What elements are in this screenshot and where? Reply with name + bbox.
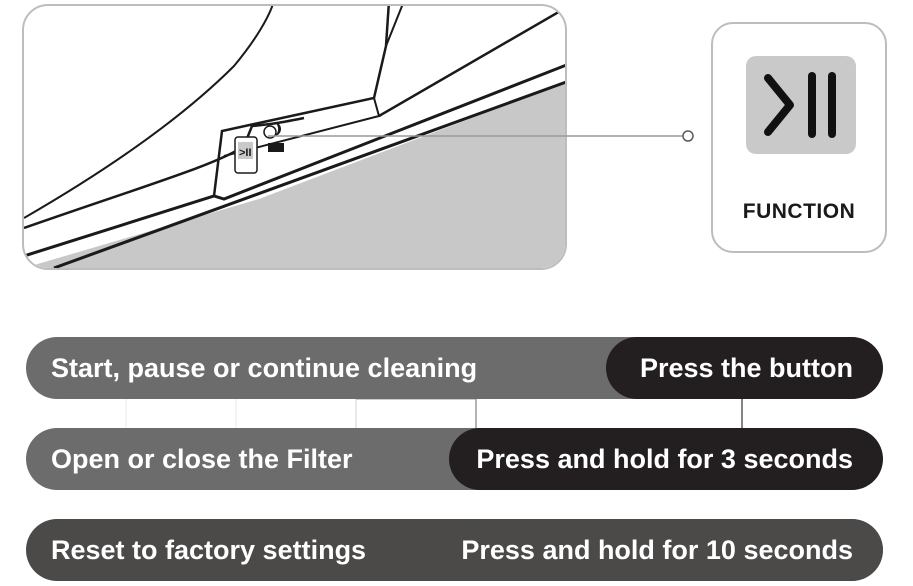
row-method-label: Press and hold for 10 seconds (446, 519, 883, 581)
function-label: FUNCTION (742, 200, 856, 223)
svg-text:>II: >II (239, 147, 252, 159)
floor-shadow (24, 82, 565, 268)
row-action-label: Open or close the Filter (51, 444, 353, 474)
device-line-drawing: >II (24, 6, 565, 268)
instruction-row-start-pause: Start, pause or continue cleaning Press … (26, 337, 883, 399)
row-action-label: Reset to factory settings (51, 535, 367, 565)
row-method-label: Press the button (606, 337, 883, 399)
device-illustration-panel: >II (22, 4, 567, 270)
function-button-callout: FUNCTION (711, 22, 887, 253)
instruction-row-reset: Reset to factory settings Press and hold… (26, 519, 883, 581)
row-action-label: Start, pause or continue cleaning (51, 353, 478, 383)
play-pause-icon (764, 72, 836, 138)
row-method-label: Press and hold for 3 seconds (449, 428, 883, 490)
function-button[interactable] (746, 56, 856, 154)
row-separator (125, 399, 743, 428)
instruction-row-filter: Open or close the Filter Press and hold … (26, 428, 883, 490)
